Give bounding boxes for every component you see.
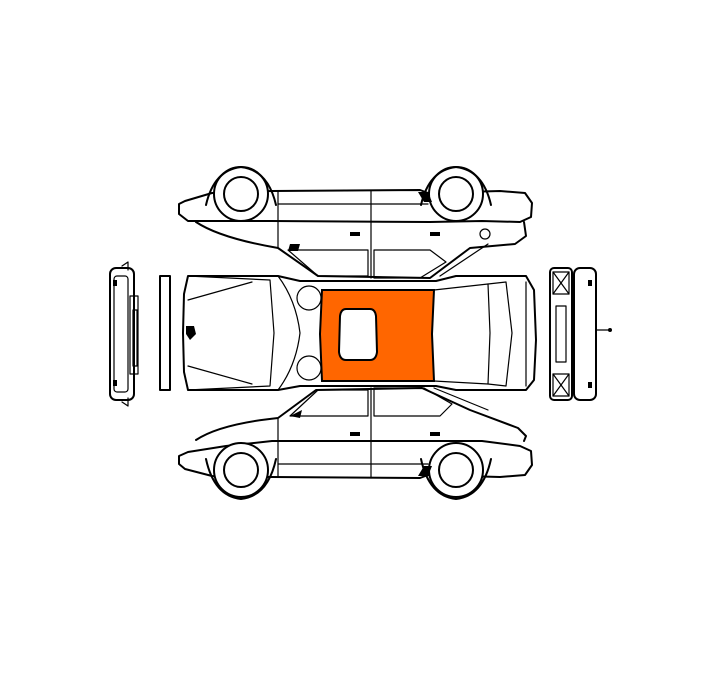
side-upper-view — [178, 166, 533, 279]
side-lower-view — [178, 387, 533, 500]
top-view — [182, 275, 537, 391]
sunroof[interactable] — [337, 308, 379, 361]
rear-end-view — [549, 267, 612, 401]
front-end-view — [109, 261, 171, 407]
